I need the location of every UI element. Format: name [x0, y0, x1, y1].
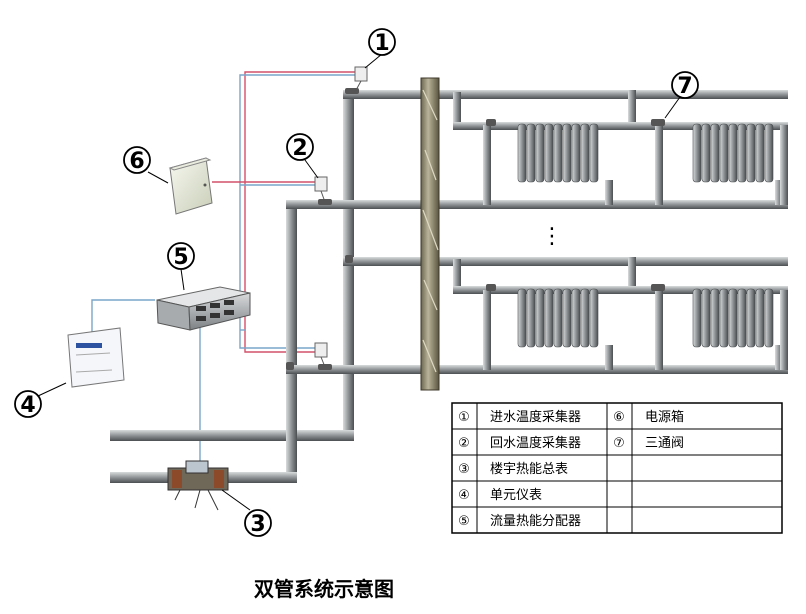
- legend-label: 电源箱: [645, 409, 684, 425]
- legend-number: ⑦: [613, 436, 625, 451]
- legend-number: ⑤: [458, 514, 470, 529]
- legend-label: 楼宇热能总表: [490, 462, 568, 477]
- flow-allocator-icon: [156, 286, 251, 331]
- legend-label: 单元仪表: [490, 488, 542, 503]
- radiator-fin: [544, 123, 554, 183]
- signal-wires: [91, 71, 360, 470]
- callout-leader: [147, 171, 169, 184]
- radiator-fin: [737, 288, 747, 348]
- callout-leader: [664, 96, 681, 119]
- building-wall: [420, 77, 440, 391]
- legend-number: ②: [458, 436, 470, 451]
- radiator-lower-right: [692, 288, 774, 348]
- legend-table: ① 进水温度采集器 ② 回水温度采集器 ③ 楼宇热能总表 ④ 单元仪表 ⑤ 流量热能分配器 ⑥ 电源箱…: [451, 402, 783, 534]
- radiator-fin: [562, 288, 572, 348]
- return-temp-collector-icon: [314, 176, 328, 203]
- callout-circle: [286, 133, 314, 161]
- callout-leader: [221, 489, 251, 511]
- radiator-fin: [535, 288, 545, 348]
- radiator-fin: [728, 288, 738, 348]
- legend-label: 三通阀: [645, 436, 684, 451]
- callout-number: 7: [677, 74, 692, 99]
- callouts: 1 2 3 4 5 6 7: [14, 28, 699, 537]
- callout-leader: [364, 53, 383, 69]
- return-temp-collector-lower-icon: [314, 342, 328, 368]
- radiator-fin: [710, 288, 720, 348]
- lower-return-branch: [286, 290, 788, 374]
- radiator-upper-left: [517, 123, 599, 183]
- radiator-fin: [746, 123, 756, 183]
- radiator-fin: [517, 288, 527, 348]
- radiator-fin: [764, 288, 774, 348]
- supply-temp-collector-icon: [354, 66, 368, 93]
- radiator-lower-left: [517, 288, 599, 348]
- three-way-valve-icon: [286, 88, 665, 370]
- radiator-fin: [580, 288, 590, 348]
- callout-number: 3: [250, 512, 265, 537]
- radiator-fin: [755, 123, 765, 183]
- callout-circle: [123, 146, 151, 174]
- legend-label: 流量热能分配器: [490, 514, 581, 529]
- radiator-fin: [701, 288, 711, 348]
- legend-label: 进水温度采集器: [490, 409, 581, 425]
- radiator-upper-right: [692, 123, 774, 183]
- radiator-fin: [526, 288, 536, 348]
- radiator-fin: [544, 288, 554, 348]
- radiator-fin: [746, 288, 756, 348]
- legend-label: 回水温度采集器: [490, 435, 581, 451]
- diagram-title: 双管系统示意图: [254, 577, 394, 601]
- callout-circle: [167, 242, 195, 270]
- radiator-fin: [737, 123, 747, 183]
- callout-number: 4: [20, 393, 35, 418]
- callout-number: 6: [129, 149, 144, 174]
- callout-leader: [180, 268, 185, 291]
- radiator-fin: [728, 123, 738, 183]
- callout-number: 2: [292, 136, 307, 161]
- callout-leader: [37, 382, 67, 397]
- upper-return-branch: [286, 125, 788, 209]
- radiator-fin: [553, 288, 563, 348]
- radiator-fin: [580, 123, 590, 183]
- building-heat-meter-icon: [167, 460, 229, 511]
- radiator-fin: [553, 123, 563, 183]
- legend-number: ①: [458, 410, 470, 425]
- radiator-fin: [571, 123, 581, 183]
- legend-number: ⑥: [613, 410, 625, 425]
- floor-ellipsis: ⋮: [541, 224, 563, 249]
- callout-number: 5: [173, 245, 188, 270]
- radiator-fin: [562, 123, 572, 183]
- radiator-fin: [589, 123, 599, 183]
- radiator-fin: [571, 288, 581, 348]
- lower-supply-branch: [343, 257, 788, 294]
- main-supply-riser: [110, 90, 354, 441]
- radiator-fin: [701, 123, 711, 183]
- radiator-fin: [755, 288, 765, 348]
- unit-meter-icon: [67, 327, 125, 388]
- radiator-fin: [535, 123, 545, 183]
- radiator-fin: [526, 123, 536, 183]
- callout-circle: [368, 28, 396, 56]
- radiator-fin: [764, 123, 774, 183]
- radiator-fin: [719, 123, 729, 183]
- radiator-fin: [692, 123, 702, 183]
- radiator-fin: [719, 288, 729, 348]
- radiator-fin: [692, 288, 702, 348]
- legend-number: ③: [458, 462, 470, 477]
- callout-number: 1: [374, 31, 389, 56]
- legend-number: ④: [458, 488, 470, 503]
- radiator-fin: [710, 123, 720, 183]
- callout-leader: [304, 159, 319, 179]
- callout-circle: [14, 390, 42, 418]
- radiator-fin: [589, 288, 599, 348]
- callout-circle: [244, 509, 272, 537]
- radiator-fin: [517, 123, 527, 183]
- power-box-icon: [168, 157, 213, 215]
- callout-circle: [671, 71, 699, 99]
